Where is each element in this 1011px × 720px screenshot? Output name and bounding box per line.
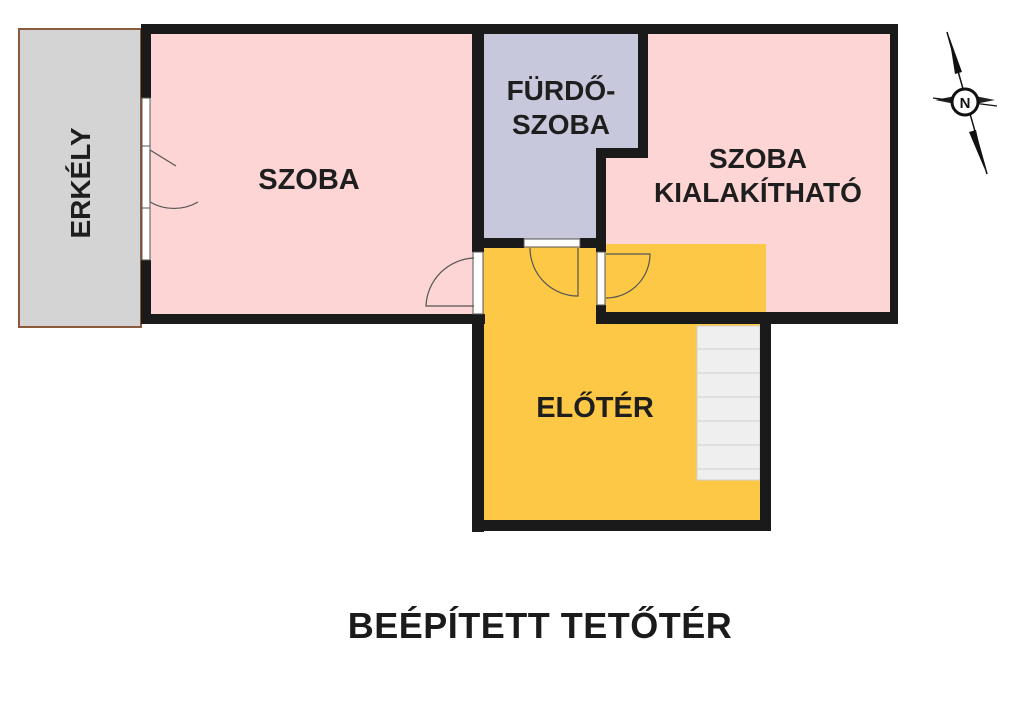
label-furdoszoba-line2: SZOBA — [512, 108, 610, 140]
door-swing-szoba — [425, 257, 475, 307]
door-frames — [472, 238, 606, 315]
compass-label: N — [960, 95, 971, 112]
room-furdoszoba — [480, 31, 642, 244]
door-swing-balcony — [149, 150, 199, 209]
label-szoba-kialakithato-line2: KIALAKÍTHATÓ — [654, 176, 862, 208]
label-eloter: ELŐTÉR — [536, 392, 654, 424]
door-swing-furdo — [529, 247, 579, 297]
compass-icon: N — [932, 31, 998, 175]
balcony-area — [18, 28, 142, 328]
door-swing-szoba2 — [605, 253, 651, 299]
label-szoba: SZOBA — [258, 164, 360, 196]
label-furdoszoba: FÜRDŐ- SZOBA — [486, 74, 636, 141]
label-szoba-kialakithato: SZOBA KIALAKÍTHATÓ — [620, 142, 896, 209]
label-erkely: ERKÉLY — [65, 127, 97, 239]
label-szoba-kialakithato-line1: SZOBA — [709, 143, 807, 174]
plan-title: BEÉPÍTETT TETŐTÉR — [347, 605, 733, 646]
room-szoba — [147, 31, 477, 317]
balcony-window — [141, 97, 151, 261]
label-furdoszoba-line1: FÜRDŐ- — [506, 75, 616, 106]
walls — [141, 24, 898, 532]
staircase — [696, 325, 761, 481]
